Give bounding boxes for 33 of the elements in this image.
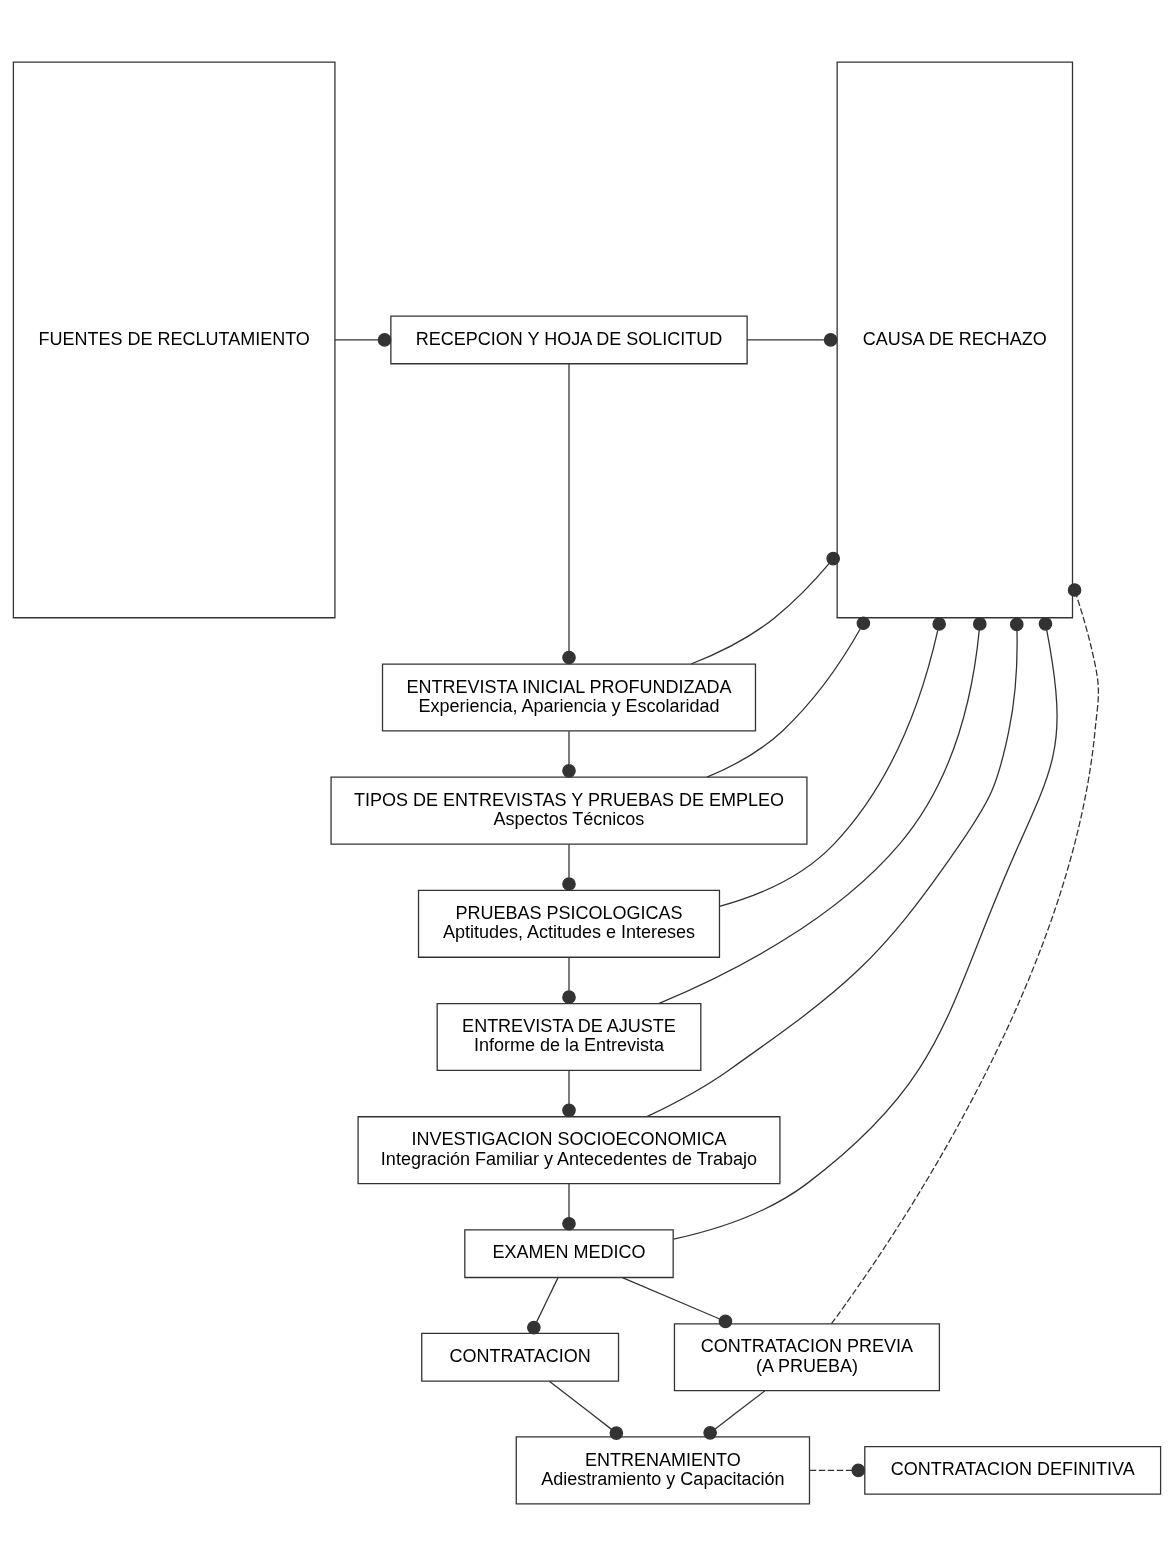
connector: [673, 617, 1058, 1240]
connector: [746, 333, 838, 347]
node-box: RECEPCION Y HOJA DE SOLICITUD: [390, 315, 748, 365]
connector: [706, 616, 871, 778]
node-box: INVESTIGACION SOCIOECONOMICA Integración Familiar y Antecedentes de Trabajo: [357, 1116, 781, 1185]
node-box: CONTRATACION: [421, 1332, 620, 1382]
connector: [830, 583, 1100, 1325]
node-box: PRUEBAS PSICOLOGICAS Aptitudes, Actitudes e Intereses: [417, 889, 721, 958]
connector: [562, 730, 576, 778]
connector: [562, 363, 576, 665]
connector: [548, 1380, 624, 1440]
node-box: ENTREVISTA DE AJUSTE Informe de la Entrevista: [436, 1002, 702, 1072]
node-box: ENTRENAMIENTO Adiestramiento y Capacitación: [515, 1436, 811, 1505]
node-box: EXAMEN MEDICO: [464, 1229, 674, 1279]
node-box: FUENTES DE RECLUTAMIENTO: [12, 61, 336, 619]
connector: [334, 333, 392, 347]
connector: [527, 1277, 559, 1335]
connector: [657, 617, 987, 1005]
connector: [621, 1277, 733, 1329]
node-box: TIPOS DE ENTREVISTAS Y PRUEBAS DE EMPLEO Aspectos Técnicos: [330, 776, 808, 845]
node-box: CAUSA DE RECHAZO: [836, 61, 1074, 619]
connector: [718, 617, 946, 907]
node-box: ENTREVISTA INICIAL PROFUNDIZADA Experiencia, Apariencia y Escolaridad: [381, 663, 757, 732]
connector: [703, 1390, 766, 1440]
connector: [562, 1070, 576, 1118]
connector: [646, 617, 1024, 1118]
connector: [562, 843, 576, 891]
node-box: CONTRATACION DEFINITIVA: [864, 1445, 1162, 1495]
node-box: CONTRATACION PREVIA (A PRUEBA): [673, 1323, 941, 1392]
connector: [809, 1463, 866, 1478]
connector: [562, 957, 576, 1004]
connector: [690, 551, 840, 665]
connector: [562, 1183, 576, 1231]
